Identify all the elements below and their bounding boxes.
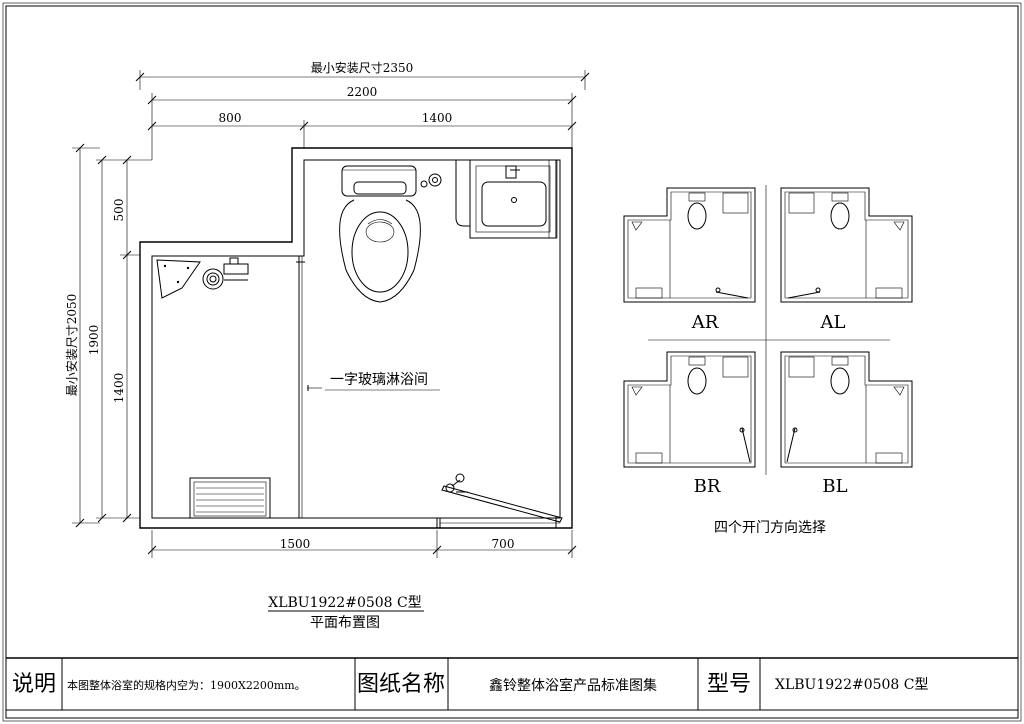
variant-label-br: BR xyxy=(694,476,721,497)
shower-label: 一字玻璃淋浴间 xyxy=(330,371,428,388)
toilet xyxy=(339,165,421,303)
shower-bench xyxy=(189,477,271,519)
dim-min-install-height: 最小安装尺寸2050 xyxy=(64,294,79,397)
note-label: 说明 xyxy=(12,672,56,697)
drawing-name: 鑫铃整体浴室产品标准图集 xyxy=(489,677,657,694)
model-value: XLBU1922#0508 C型 xyxy=(775,677,929,693)
paper-holder xyxy=(420,173,442,188)
note-text: 本图整体浴室的规格内空为：1900X2200mm。 xyxy=(67,678,306,692)
dim-inner-width: 2200 xyxy=(347,85,378,99)
dim-bottom-left: 1500 xyxy=(280,537,311,551)
dim-right-segment: 1400 xyxy=(422,111,453,125)
variant-bl: BL xyxy=(780,351,913,497)
inner-wall xyxy=(151,159,561,519)
dim-lower-height: 1400 xyxy=(112,373,126,404)
variant-al: AL xyxy=(780,187,913,333)
variants-caption: 四个开门方向选择 xyxy=(714,520,826,536)
main-floor-plan: 一字玻璃淋浴间 xyxy=(139,147,573,529)
variant-label-ar: AR xyxy=(691,312,719,333)
dim-min-install-width: 最小安装尺寸2350 xyxy=(311,60,414,75)
shower-mixer xyxy=(202,257,249,290)
outer-wall xyxy=(139,147,573,529)
dim-bottom-right: 700 xyxy=(492,537,515,551)
plan-caption: 平面布置图 xyxy=(310,615,380,631)
top-dimensions: 最小安装尺寸2350 2200 800 1400 xyxy=(135,60,590,160)
inner-border xyxy=(5,5,1019,719)
dim-inner-height: 1900 xyxy=(87,325,101,356)
dim-upper-height: 500 xyxy=(112,199,126,222)
left-dimensions: 最小安装尺寸2050 1900 500 1400 xyxy=(64,143,152,528)
main-door xyxy=(436,473,563,528)
dim-left-segment: 800 xyxy=(219,111,242,125)
wash-basin xyxy=(455,159,558,239)
model-label: 型号 xyxy=(707,672,751,697)
corner-shelf xyxy=(156,259,201,299)
variant-label-al: AL xyxy=(820,312,846,333)
title-block: 说明 本图整体浴室的规格内空为：1900X2200mm。 图纸名称 鑫铃整体浴室… xyxy=(5,657,1019,711)
bottom-dimensions: 1500 700 xyxy=(147,530,577,558)
variant-label-bl: BL xyxy=(822,476,847,497)
door-variants: AR AL BR xyxy=(623,185,913,536)
drawing-name-label: 图纸名称 xyxy=(357,672,445,697)
variant-ar: AR xyxy=(623,187,756,333)
model-title: XLBU1922#0508 C型 xyxy=(268,595,422,611)
variant-br: BR xyxy=(623,351,756,497)
